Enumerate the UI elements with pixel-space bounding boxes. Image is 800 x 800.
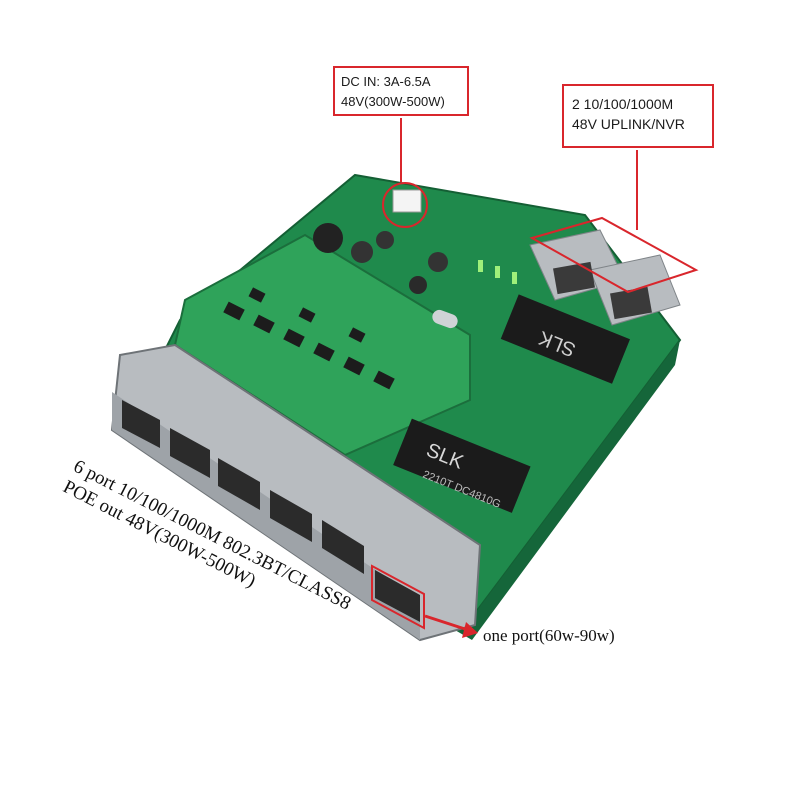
dc-connector xyxy=(392,189,422,213)
one-port-arrow-head xyxy=(462,622,478,638)
dc-in-spec: DC IN: 3A-6.5A xyxy=(341,74,431,89)
dc-in-power: 48V(300W-500W) xyxy=(341,94,445,109)
crystal xyxy=(432,309,458,329)
dc-connector-highlight xyxy=(382,182,428,228)
capacitors xyxy=(313,223,448,294)
uplink-role: 48V UPLINK/NVR xyxy=(572,116,685,132)
uplink-label-box: 2 10/100/1000M 48V UPLINK/NVR xyxy=(562,84,714,148)
bottom-transformer-chip xyxy=(393,418,531,513)
one-port-caption: one port(60w-90w) xyxy=(483,626,615,645)
uplink-speed: 2 10/100/1000M xyxy=(572,96,674,112)
rj45-port-openings xyxy=(122,400,420,622)
one-port-highlight xyxy=(371,564,425,630)
dc-in-label-box: DC IN: 3A-6.5A 48V(300W-500W) xyxy=(333,66,469,116)
uplink-highlight xyxy=(529,216,699,294)
one-port-arrow-line xyxy=(424,614,469,632)
mosfet-row xyxy=(223,287,395,390)
top-transformer-chip xyxy=(500,294,630,384)
status-leds xyxy=(478,260,517,284)
